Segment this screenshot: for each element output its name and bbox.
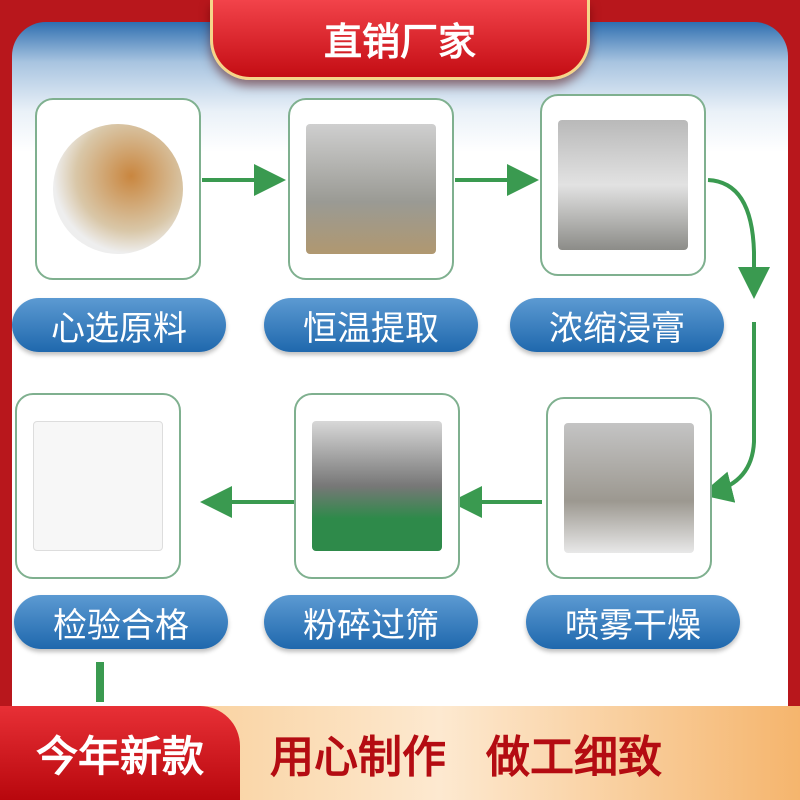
slogan-2: 做工细致: [486, 732, 662, 783]
inspection-image: [33, 421, 163, 551]
header-banner: 直销厂家: [210, 0, 590, 80]
footer-banner: 今年新款 用心制作 做工细致: [0, 706, 800, 800]
step-label-2: 恒温提取: [264, 298, 478, 352]
step-label-4: 喷雾干燥: [526, 595, 740, 649]
concentration-image: [558, 120, 688, 250]
raw-materials-image: [53, 124, 183, 254]
step-label-6: 检验合格: [14, 595, 228, 649]
step-label-3: 浓缩浸膏: [510, 298, 724, 352]
new-badge: 今年新款: [0, 706, 240, 800]
step-card-crushing: [294, 393, 460, 579]
step-card-inspection: [15, 393, 181, 579]
flow-arrows: [96, 164, 770, 702]
step-card-concentration: [540, 94, 706, 276]
crushing-image: [312, 421, 442, 551]
step-card-spray-drying: [546, 397, 712, 579]
slogan-1: 用心制作: [270, 732, 446, 783]
step-label-5: 粉碎过筛: [264, 595, 478, 649]
step-label-1: 心选原料: [12, 298, 226, 352]
process-frame: 心选原料 恒温提取 浓缩浸膏 检验合格 粉碎过筛 喷雾干燥: [12, 22, 788, 782]
extraction-image: [306, 124, 436, 254]
step-card-raw-materials: [35, 98, 201, 280]
spray-drying-image: [564, 423, 694, 553]
step-card-extraction: [288, 98, 454, 280]
